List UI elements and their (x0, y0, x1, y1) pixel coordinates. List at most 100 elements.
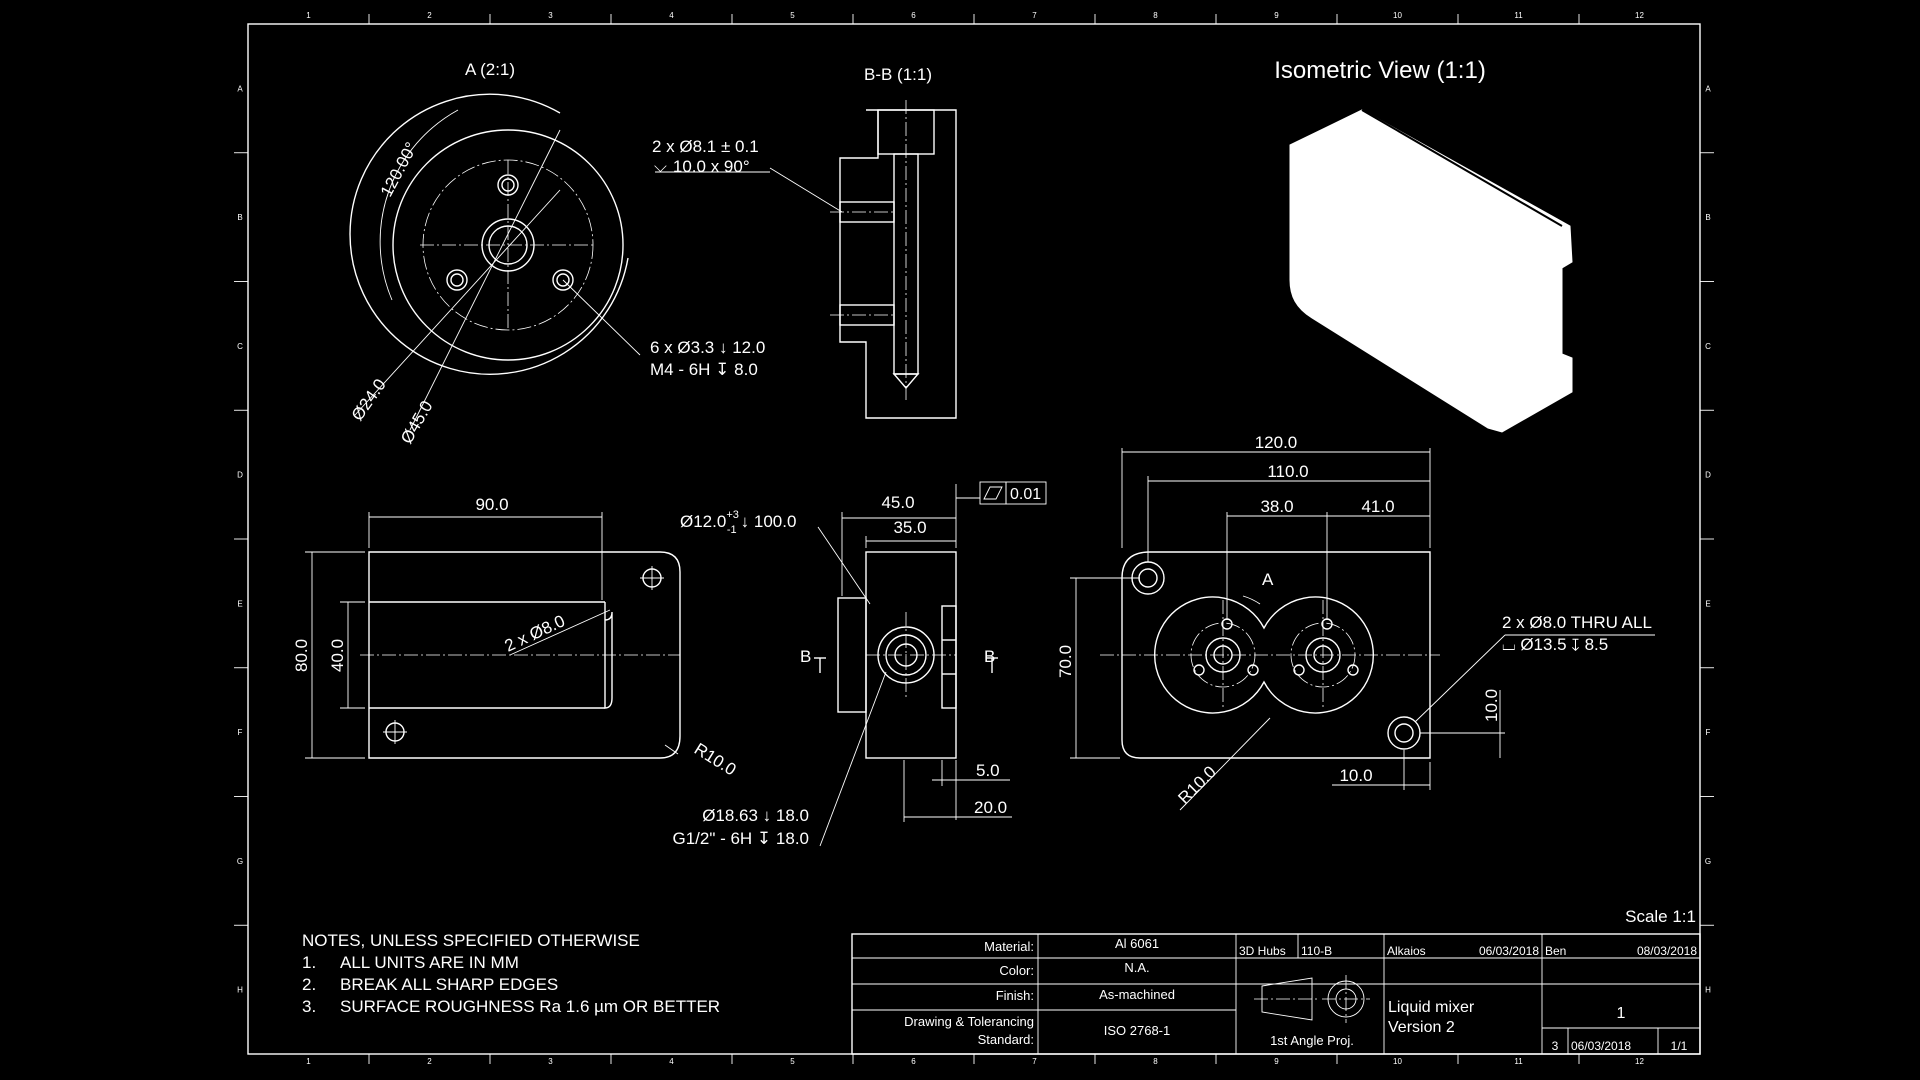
right-view (1070, 448, 1655, 811)
dim-right-70: 70.0 (1056, 645, 1075, 678)
grid-row-label-right: C (1705, 342, 1711, 351)
dim-front-r10: R10.0 (691, 739, 740, 779)
drawing-title-line1: Liquid mixer (1388, 999, 1475, 1016)
isometric-view (1289, 109, 1573, 433)
grid-col-label-bottom: 11 (1514, 1057, 1523, 1066)
grid-col-label-top: 11 (1514, 11, 1523, 20)
approved-date: 08/03/2018 (1637, 944, 1697, 958)
grid-col-label-bottom: 5 (790, 1057, 795, 1066)
grid-row-label-left: B (237, 213, 242, 222)
grid-row-label-left: H (237, 986, 243, 995)
port-note-line1: Ø18.63 ↓ 18.0 (702, 806, 809, 825)
holes6-note-line1: 6 x Ø3.3 ↓ 12.0 (650, 338, 765, 357)
csk-note-line2: ⌵10.0 x 90° (654, 157, 750, 176)
flatness-value-box (1005, 481, 1047, 505)
isometric-title: Isometric View (1:1) (1274, 57, 1486, 84)
grid-col-label-bottom: 3 (548, 1057, 553, 1066)
grid-col-label-top: 3 (548, 11, 553, 20)
grid-row-label-right: G (1705, 857, 1711, 866)
grid-col-label-top: 6 (911, 11, 916, 20)
grid-col-label-top: 9 (1274, 11, 1279, 20)
standard-label-line2: Standard: (978, 1032, 1034, 1047)
dim-right-r10: R10.0 (1174, 762, 1220, 808)
thru-note-line2: ⌴ Ø13.5 ↧ 8.5 (1502, 635, 1608, 654)
grid-col-label-top: 10 (1393, 11, 1402, 20)
flatness-icon (983, 486, 1003, 500)
reference: 110-B (1301, 944, 1332, 958)
note-2-text: BREAK ALL SHARP EDGES (340, 975, 558, 994)
dim-front-80: 80.0 (292, 639, 311, 672)
grid-row-label-right: H (1705, 986, 1711, 995)
grid-row-label-right: D (1705, 471, 1711, 480)
dim-side-20: 20.0 (974, 798, 1007, 817)
grid-col-label-top: 8 (1153, 11, 1158, 20)
dim-front-90: 90.0 (475, 495, 508, 514)
drawing-title-line2: Version 2 (1388, 1019, 1455, 1036)
dim-d24: Ø24.0 (348, 375, 390, 424)
material-label: Material: (984, 939, 1034, 954)
section-bb-title: B-B (1:1) (864, 65, 932, 84)
sheet-number: 1/1 (1671, 1039, 1688, 1053)
side-view (814, 481, 1047, 847)
dim-right-120: 120.0 (1255, 433, 1298, 452)
grid-row-label-left: D (237, 471, 243, 480)
dim-angle-120: 120.00° (377, 139, 421, 200)
grid-col-label-top: 7 (1032, 11, 1037, 20)
projection-cone-icon (1261, 977, 1313, 1021)
dim-d45: Ø45.0 (397, 397, 437, 447)
grid-row-label-left: A (237, 84, 243, 93)
grid-col-label-bottom: 7 (1032, 1057, 1037, 1066)
material-value: Al 6061 (1115, 936, 1159, 951)
projection-label: 1st Angle Proj. (1270, 1033, 1354, 1048)
grid-row-label-left: G (237, 857, 243, 866)
grid-col-label-bottom: 10 (1393, 1057, 1402, 1066)
grid-row-label-left: F (238, 728, 243, 737)
grid-col-label-top: 2 (427, 11, 432, 20)
standard-label-line1: Drawing & Tolerancing (904, 1014, 1034, 1029)
csk-note-line1: 2 x Ø8.1 ± 0.1 (652, 137, 759, 156)
company: 3D Hubs (1239, 944, 1286, 958)
thru-note-line1: 2 x Ø8.0 THRU ALL (1502, 613, 1652, 632)
section-marker-right: B (984, 647, 995, 666)
issue-date: 06/03/2018 (1571, 1039, 1631, 1053)
note-3-number: 3. (302, 997, 316, 1016)
finish-value: As-machined (1099, 987, 1175, 1002)
notes-title: NOTES, UNLESS SPECIFIED OTHERWISE (302, 931, 640, 950)
created-date: 06/03/2018 (1479, 944, 1539, 958)
color-value: N.A. (1124, 960, 1149, 975)
dim-right-10-vertical: 10.0 (1482, 689, 1501, 722)
title-block (851, 933, 1701, 1055)
grid-col-label-bottom: 6 (911, 1057, 916, 1066)
port-note-line2: G1/2" - 6H ↧ 18.0 (672, 829, 809, 848)
finish-label: Finish: (996, 988, 1034, 1003)
grid-col-label-top: 4 (669, 11, 674, 20)
section-bb-view (655, 100, 957, 419)
flatness-value: 0.01 (1010, 486, 1041, 503)
detail-marker-a: A (1262, 570, 1274, 589)
dim-front-40: 40.0 (328, 639, 347, 672)
grid-col-label-bottom: 1 (306, 1057, 311, 1066)
holes6-note-line2: M4 - 6H ↧ 8.0 (650, 360, 758, 379)
side-bore-note: Ø12.0+3-1↓ 100.0 (680, 509, 796, 536)
grid-row-label-right: E (1705, 599, 1710, 608)
dim-side-5: 5.0 (976, 761, 1000, 780)
grid-row-label-right: F (1706, 728, 1711, 737)
note-1-text: ALL UNITS ARE IN MM (340, 953, 519, 972)
revision: 3 (1552, 1039, 1559, 1053)
note-1-number: 1. (302, 953, 316, 972)
grid-row-label-right: B (1705, 213, 1710, 222)
standard-value: ISO 2768-1 (1104, 1023, 1171, 1038)
countersink-icon: ⌵ (654, 157, 667, 176)
grid-row-label-left: E (237, 599, 242, 608)
grid-col-label-top: 12 (1635, 11, 1644, 20)
dim-side-35: 35.0 (893, 518, 926, 537)
detail-a-view (349, 93, 641, 431)
color-label: Color: (999, 963, 1034, 978)
created-by: Alkaios (1387, 944, 1426, 958)
scale-label: Scale 1:1 (1625, 907, 1696, 926)
dim-right-10-horizontal: 10.0 (1339, 766, 1372, 785)
grid-col-label-top: 5 (790, 11, 795, 20)
flatness-symbol-box (979, 481, 1007, 505)
